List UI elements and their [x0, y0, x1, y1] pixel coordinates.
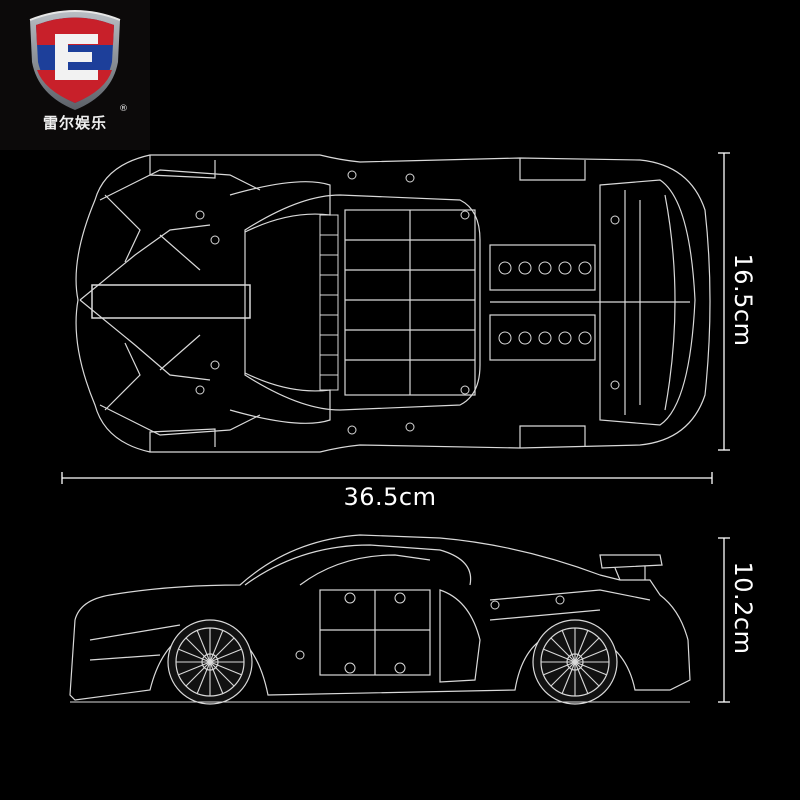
shield-icon — [29, 10, 121, 110]
dimension-lines — [61, 152, 730, 703]
width-dimension-label: 36.5cm — [343, 483, 437, 511]
car-side-view — [69, 534, 691, 705]
height-dimension-label: 10.2cm — [729, 561, 757, 655]
registered-mark: ® — [119, 104, 128, 114]
brand-logo: 雷尔娱乐 ® — [0, 0, 150, 150]
brand-name: 雷尔娱乐 — [42, 114, 107, 132]
depth-dimension-label: 16.5cm — [729, 253, 757, 347]
rear-wheel — [532, 619, 618, 705]
front-wheel — [167, 619, 253, 705]
car-top-view — [75, 154, 711, 453]
